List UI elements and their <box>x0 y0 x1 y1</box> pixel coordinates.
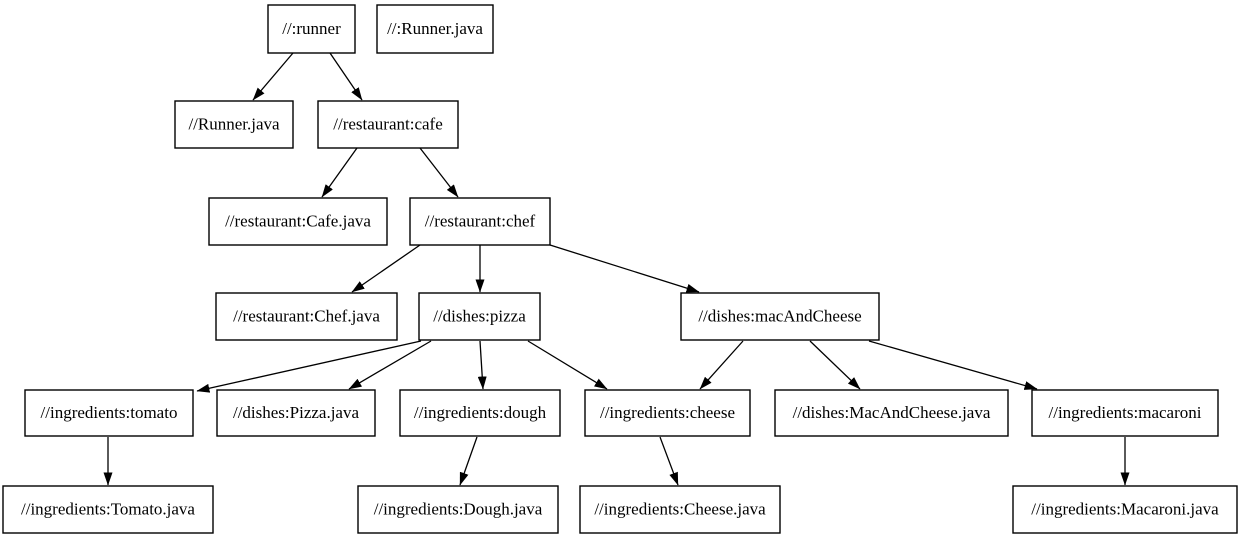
node-runner: //:runner <box>267 4 356 54</box>
edge-ingredients-dough--ingredients-dough-java <box>459 436 478 486</box>
node-box-restaurant-cafe-java <box>208 197 388 246</box>
node-restaurant-cafe-java: //restaurant:Cafe.java <box>208 197 388 246</box>
node-ingredients-dough: //ingredients:dough <box>399 389 561 437</box>
edge-dishes-pizza--ingredients-cheese <box>527 340 608 390</box>
node-label-ingredients-dough-java: //ingredients:Dough.java <box>374 499 543 518</box>
node-label-ingredients-macaroni-java: //ingredients:Macaroni.java <box>1031 499 1219 518</box>
node-dishes-pizza: //dishes:pizza <box>418 292 541 341</box>
node-label-dishes-pizza-java: //dishes:Pizza.java <box>233 403 360 422</box>
node-ingredients-cheese-java: //ingredients:Cheese.java <box>579 485 781 534</box>
node-box-ingredients-dough <box>399 389 561 437</box>
node-box-ingredients-macaroni <box>1031 389 1219 437</box>
node-label-runner-java-root: //:Runner.java <box>387 19 483 38</box>
node-runner-java-root: //:Runner.java <box>376 4 494 54</box>
node-runner-java: //Runner.java <box>174 100 294 149</box>
node-label-ingredients-cheese-java: //ingredients:Cheese.java <box>594 499 766 518</box>
node-box-ingredients-tomato <box>24 389 194 437</box>
node-ingredients-tomato: //ingredients:tomato <box>24 389 194 437</box>
node-box-ingredients-cheese <box>584 389 751 437</box>
node-label-ingredients-tomato: //ingredients:tomato <box>41 403 178 422</box>
node-restaurant-cafe: //restaurant:cafe <box>317 100 459 149</box>
node-label-restaurant-chef: //restaurant:chef <box>425 211 536 230</box>
node-label-runner: //:runner <box>282 19 341 38</box>
node-box-ingredients-dough-java <box>357 485 559 534</box>
node-ingredients-macaroni: //ingredients:macaroni <box>1031 389 1219 437</box>
edge-dishes-mac-and-cheese--ingredients-cheese <box>699 340 744 390</box>
node-label-restaurant-cafe: //restaurant:cafe <box>333 114 443 133</box>
edge-dishes-pizza--ingredients-dough <box>477 340 487 390</box>
edge-restaurant-cafe--restaurant-cafe-java <box>321 147 358 198</box>
node-box-ingredients-cheese-java <box>579 485 781 534</box>
edge-dishes-pizza--dishes-pizza-java <box>348 340 432 390</box>
node-box-restaurant-chef <box>409 197 551 246</box>
node-box-ingredients-tomato-java <box>2 485 214 534</box>
node-box-ingredients-macaroni-java <box>1012 485 1238 534</box>
node-layer: //:runner //:Runner.java //Runner.java //re… <box>2 4 1238 534</box>
node-ingredients-tomato-java: //ingredients:Tomato.java <box>2 485 214 534</box>
node-box-runner <box>267 4 356 54</box>
node-restaurant-chef-java: //restaurant:Chef.java <box>215 292 398 341</box>
edge-restaurant-cafe--restaurant-chef <box>419 147 459 198</box>
node-dishes-pizza-java: //dishes:Pizza.java <box>216 389 376 437</box>
node-label-runner-java: //Runner.java <box>188 114 280 133</box>
node-label-dishes-pizza: //dishes:pizza <box>433 306 526 325</box>
node-label-ingredients-cheese: //ingredients:cheese <box>600 403 735 422</box>
node-label-restaurant-chef-java: //restaurant:Chef.java <box>233 306 380 325</box>
edge-restaurant-chef--restaurant-chef-java <box>351 244 421 293</box>
edge-layer <box>103 52 1130 486</box>
node-label-ingredients-tomato-java: //ingredients:Tomato.java <box>21 499 195 518</box>
edge-dishes-pizza--ingredients-tomato <box>196 340 422 393</box>
node-box-restaurant-cafe <box>317 100 459 149</box>
node-label-dishes-mac-and-cheese-java: //dishes:MacAndCheese.java <box>793 403 991 422</box>
node-label-ingredients-dough: //ingredients:dough <box>414 403 547 422</box>
edge-ingredients-cheese--ingredients-cheese-java <box>659 436 679 486</box>
node-box-dishes-pizza-java <box>216 389 376 437</box>
node-ingredients-macaroni-java: //ingredients:Macaroni.java <box>1012 485 1238 534</box>
edge-restaurant-chef--dishes-mac-and-cheese <box>549 244 700 293</box>
node-box-dishes-mac-and-cheese-java <box>774 389 1009 437</box>
node-dishes-mac-and-cheese-java: //dishes:MacAndCheese.java <box>774 389 1009 437</box>
node-ingredients-dough-java: //ingredients:Dough.java <box>357 485 559 534</box>
node-label-dishes-mac-and-cheese: //dishes:macAndCheese <box>698 306 861 325</box>
node-box-dishes-mac-and-cheese <box>680 292 880 341</box>
node-restaurant-chef: //restaurant:chef <box>409 197 551 246</box>
edge-dishes-mac-and-cheese--dishes-mac-and-cheese-java <box>809 340 861 390</box>
edge-runner--runner-java <box>252 52 294 101</box>
node-label-ingredients-macaroni: //ingredients:macaroni <box>1049 403 1202 422</box>
node-label-restaurant-cafe-java: //restaurant:Cafe.java <box>225 211 371 230</box>
node-box-dishes-pizza <box>418 292 541 341</box>
edge-runner--restaurant-cafe <box>329 52 363 101</box>
node-box-restaurant-chef-java <box>215 292 398 341</box>
node-box-runner-java-root <box>376 4 494 54</box>
node-box-runner-java <box>174 100 294 149</box>
node-dishes-mac-and-cheese: //dishes:macAndCheese <box>680 292 880 341</box>
node-ingredients-cheese: //ingredients:cheese <box>584 389 751 437</box>
edge-dishes-mac-and-cheese--ingredients-macaroni <box>868 340 1038 390</box>
